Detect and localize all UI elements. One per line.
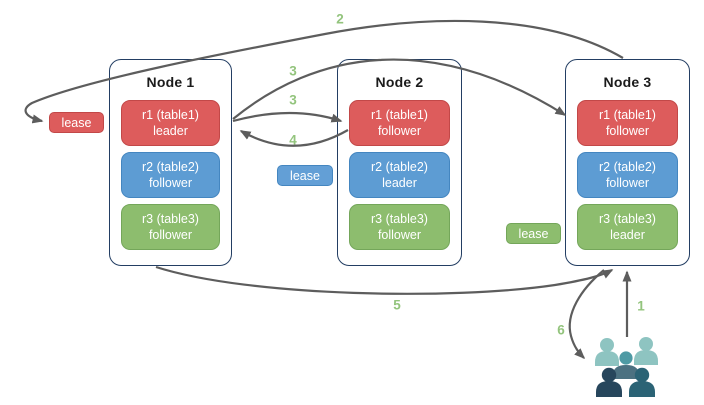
replica-role: leader xyxy=(382,176,417,190)
step-label-5: 5 xyxy=(393,297,401,313)
node-1: Node 1 r1 (table1) leader r2 (table2) fo… xyxy=(109,59,232,266)
step-label-4: 4 xyxy=(289,132,297,148)
arrow-step-5 xyxy=(155,265,614,295)
replica-name: r1 (table1) xyxy=(599,108,656,122)
replica-role: leader xyxy=(153,124,188,138)
users-group-icon xyxy=(595,337,658,397)
step-label-1: 1 xyxy=(637,298,645,314)
node-3-replica-r2: r2 (table2) follower xyxy=(577,152,678,198)
replica-name: r2 (table2) xyxy=(142,160,199,174)
node-1-replica-r3: r3 (table3) follower xyxy=(121,204,220,250)
node-3-replica-r1: r1 (table1) follower xyxy=(577,100,678,146)
node-2-replica-r2: r2 (table2) leader xyxy=(349,152,450,198)
node-3: Node 3 r1 (table1) follower r2 (table2) … xyxy=(565,59,690,266)
replica-role: follower xyxy=(377,124,422,138)
lease-badge-table1: lease xyxy=(49,112,104,133)
replica-role: follower xyxy=(605,124,650,138)
node-1-replica-r2: r2 (table2) follower xyxy=(121,152,220,198)
step-label-3a: 3 xyxy=(289,63,297,79)
arrow-step-3-to-node2 xyxy=(232,111,343,123)
replica-name: r1 (table1) xyxy=(371,108,428,122)
node-1-title: Node 1 xyxy=(146,74,195,90)
node-3-title: Node 3 xyxy=(603,74,652,90)
node-2-replica-r1: r1 (table1) follower xyxy=(349,100,450,146)
replica-name: r3 (table3) xyxy=(142,212,199,226)
replica-name: r1 (table1) xyxy=(142,108,199,122)
replica-role: follower xyxy=(148,228,193,242)
step-label-2: 2 xyxy=(336,11,344,27)
arrow-step-6 xyxy=(568,269,605,360)
node-2-replica-r3: r3 (table3) follower xyxy=(349,204,450,250)
node-1-replica-r1: r1 (table1) leader xyxy=(121,100,220,146)
replica-role: leader xyxy=(610,228,645,242)
replica-role: follower xyxy=(148,176,193,190)
node-3-replica-r3: r3 (table3) leader xyxy=(577,204,678,250)
lease-badge-table3: lease xyxy=(506,223,561,244)
step-label-6: 6 xyxy=(557,322,565,338)
replica-name: r2 (table2) xyxy=(371,160,428,174)
node-2: Node 2 r1 (table1) follower r2 (table2) … xyxy=(337,59,462,266)
replica-name: r2 (table2) xyxy=(599,160,656,174)
replica-name: r3 (table3) xyxy=(371,212,428,226)
replica-role: follower xyxy=(377,228,422,242)
replica-role: follower xyxy=(605,176,650,190)
node-2-title: Node 2 xyxy=(375,74,424,90)
step-label-3b: 3 xyxy=(289,92,297,108)
lease-badge-table2: lease xyxy=(277,165,333,186)
replica-name: r3 (table3) xyxy=(599,212,656,226)
